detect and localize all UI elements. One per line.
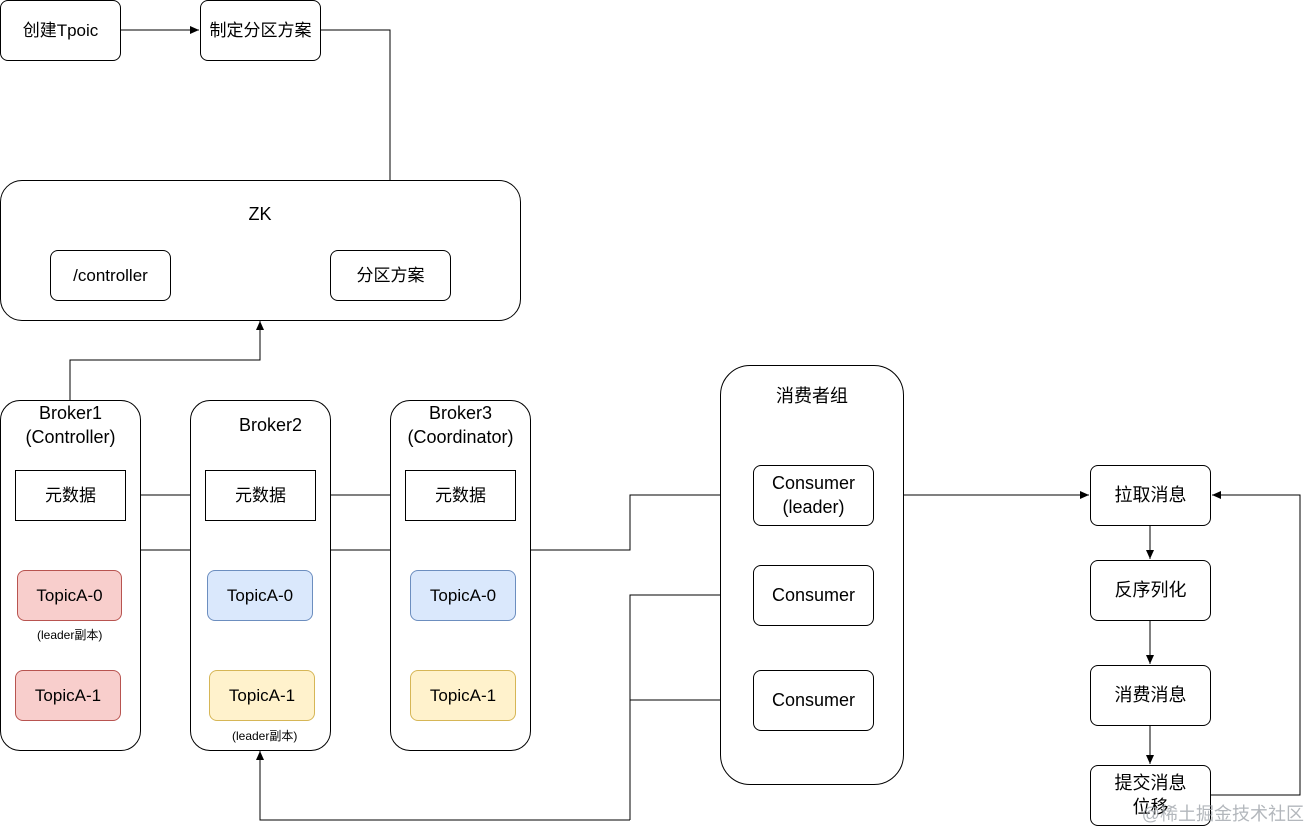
consumer-leader-name: Consumer — [771, 473, 856, 494]
consumer-leader-role: (leader) — [782, 496, 845, 517]
broker1-name: Broker1 — [38, 403, 103, 423]
broker3-topicA-0: TopicA-0 — [410, 570, 516, 621]
zk-controller-node: /controller — [50, 250, 171, 301]
broker3-topicA-0-label: TopicA-0 — [429, 585, 497, 605]
consumer-group-title: 消费者组 — [776, 386, 848, 406]
broker2-metadata: 元数据 — [205, 470, 316, 521]
broker2-title: Broker2 — [238, 415, 303, 435]
consumer-3-label: Consumer — [771, 689, 856, 710]
fetch-message-box: 拉取消息 — [1090, 465, 1211, 526]
consume-message-box: 消费消息 — [1090, 665, 1211, 726]
watermark: @稀土掘金技术社区 — [1141, 804, 1304, 824]
broker2-metadata-label: 元数据 — [235, 485, 286, 505]
consume-message-label: 消费消息 — [1114, 684, 1187, 705]
create-topic-box: 创建Tpoic — [0, 0, 121, 61]
zk-controller-label: /controller — [73, 265, 148, 285]
arrow-consumers-to-topicA1 — [256, 751, 630, 821]
commit-offset-line2: 位移 — [1132, 796, 1169, 817]
consumer-3: Consumer — [753, 670, 874, 731]
broker1-metadata: 元数据 — [15, 470, 126, 521]
consumer-2-label: Consumer — [771, 584, 856, 605]
broker3-title: Broker3 (Coordinator) — [390, 401, 531, 450]
consumer-2: Consumer — [753, 565, 874, 626]
broker3-metadata: 元数据 — [405, 470, 516, 521]
broker2-topicA-1: TopicA-1 — [209, 670, 315, 721]
broker3-role: (Coordinator) — [407, 427, 514, 448]
broker3-topicA-1-label: TopicA-1 — [429, 685, 497, 705]
broker2-topicA-0-label: TopicA-0 — [226, 585, 294, 605]
broker2-topicA-1-label: TopicA-1 — [228, 685, 296, 705]
create-topic-label: 创建Tpoic — [22, 20, 99, 40]
broker2-leader-note: (leader副本) — [232, 729, 298, 743]
broker3-topicA-1: TopicA-1 — [410, 670, 516, 721]
fetch-message-label: 拉取消息 — [1114, 484, 1187, 505]
broker1-role: (Controller) — [25, 427, 116, 448]
commit-offset-line1: 提交消息 — [1114, 773, 1187, 794]
plan-partition-label: 制定分区方案 — [209, 20, 312, 40]
broker3-metadata-label: 元数据 — [435, 485, 486, 505]
arrow-commit-to-fetch — [1211, 491, 1301, 796]
commit-offset-box: 提交消息 位移 — [1090, 765, 1211, 826]
deserialize-label: 反序列化 — [1114, 579, 1187, 600]
arrow-broker1-to-zk — [69, 321, 264, 400]
consumer-leader: Consumer (leader) — [753, 465, 874, 526]
broker1-title: Broker1 (Controller) — [0, 401, 141, 450]
zk-partition-plan-node: 分区方案 — [330, 250, 451, 301]
broker1-topicA-0-label: TopicA-0 — [36, 585, 103, 605]
broker1-topicA-1-label: TopicA-1 — [34, 685, 102, 705]
broker1-leader-note: (leader副本) — [37, 628, 103, 642]
broker1-topicA-0: TopicA-0 — [17, 570, 122, 621]
broker3-name: Broker3 — [428, 403, 493, 423]
broker1-topicA-1: TopicA-1 — [15, 670, 121, 721]
broker1-metadata-label: 元数据 — [45, 485, 96, 505]
zk-title: ZK — [248, 204, 272, 224]
deserialize-box: 反序列化 — [1090, 560, 1211, 621]
broker2-topicA-0: TopicA-0 — [207, 570, 313, 621]
plan-partition-box: 制定分区方案 — [200, 0, 321, 61]
zk-partition-plan-label: 分区方案 — [356, 265, 425, 285]
